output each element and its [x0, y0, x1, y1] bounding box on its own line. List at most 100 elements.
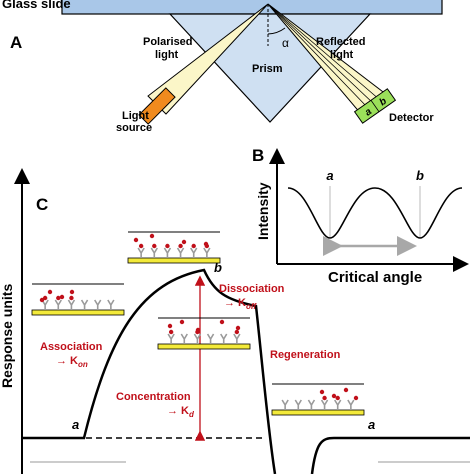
bound-analyte	[42, 295, 48, 301]
reflected-ray	[267, 3, 375, 105]
ligand	[206, 333, 215, 344]
dissociation-rate: → Koff	[224, 297, 257, 311]
association-label: Association → Kon	[40, 341, 103, 369]
free-analyte	[219, 319, 225, 325]
free-analyte	[47, 289, 53, 295]
free-analyte	[343, 387, 349, 393]
ligand	[203, 247, 211, 258]
free-analyte	[331, 393, 337, 399]
sensor-chip-insets	[31, 231, 365, 416]
free-analyte	[39, 297, 45, 303]
free-analyte	[181, 239, 187, 245]
bound-analyte	[152, 243, 157, 249]
light-source	[138, 87, 176, 125]
ligand	[80, 299, 89, 310]
polarised-label-line2: light	[155, 49, 179, 61]
bound-analyte	[234, 329, 240, 335]
association-text: Association	[40, 341, 103, 353]
ligand	[67, 299, 76, 310]
intensity-curve	[287, 187, 463, 239]
gold-surface	[157, 343, 251, 350]
free-analyte	[203, 241, 209, 247]
glass-slide-label: Glass slide	[2, 0, 71, 11]
dip-a-label: a	[326, 168, 333, 183]
ligand	[294, 399, 302, 410]
ligand	[281, 399, 289, 410]
sensor-chip-4	[271, 383, 365, 416]
bound-analyte	[165, 243, 170, 249]
marker-a-end: a	[368, 417, 375, 432]
ligand	[320, 399, 329, 410]
concentration-rate: → Kd	[167, 405, 195, 419]
panel-c-ylabel: Response units	[0, 284, 15, 388]
ligand	[334, 399, 342, 410]
detector-mark-a: a	[363, 106, 374, 118]
concentration-label: Concentration → Kd	[116, 391, 195, 419]
detector-label: Detector	[389, 112, 434, 124]
free-analyte	[149, 233, 155, 239]
dip-b-label: b	[416, 168, 424, 183]
ligand	[167, 333, 175, 344]
panel-b-letter: B	[252, 146, 264, 165]
bound-analyte	[191, 243, 196, 249]
sensor-chip-1	[31, 283, 125, 316]
free-analyte	[133, 237, 139, 243]
free-analyte	[59, 294, 65, 300]
marker-a-start: a	[72, 417, 79, 432]
ligand	[193, 333, 202, 344]
sensor-chip-3	[157, 317, 251, 350]
sensorgram-curve	[22, 268, 470, 474]
sensor-chip-2	[127, 231, 221, 264]
free-analyte	[235, 325, 241, 331]
ligand	[54, 299, 62, 310]
angle-symbol: α	[282, 36, 289, 50]
ligand	[180, 333, 188, 344]
free-analyte	[179, 319, 185, 325]
bound-analyte	[322, 395, 327, 401]
ligand	[176, 247, 185, 258]
detector: a b	[353, 88, 397, 124]
angle-arc	[267, 27, 286, 35]
bound-analyte	[138, 243, 144, 249]
bound-analyte	[168, 329, 174, 335]
panel-c: C Response units a b a Association → Kon…	[0, 168, 470, 474]
regeneration-label: Regeneration	[270, 349, 341, 361]
association-rate: → Kon	[56, 355, 88, 369]
free-analyte	[353, 395, 359, 401]
glass-slide	[61, 0, 443, 15]
panel-b-ylabel: Intensity	[255, 182, 271, 240]
ligand	[150, 247, 158, 258]
panel-a-letter: A	[10, 33, 22, 52]
light-source-label-line1: Light	[122, 110, 149, 122]
bound-analyte	[56, 295, 61, 301]
gold-surface	[127, 257, 221, 264]
ligand	[347, 399, 355, 410]
concentration-text: Concentration	[116, 391, 191, 403]
reflected-label-line2: light	[330, 49, 354, 61]
ligand	[94, 299, 102, 310]
bound-analyte	[69, 295, 74, 301]
reflected-label-line1: Reflected	[316, 36, 366, 48]
free-analyte	[195, 327, 201, 333]
gold-surface	[271, 409, 365, 416]
bound-analyte	[178, 243, 183, 249]
gold-surface	[31, 309, 125, 316]
ligand	[107, 299, 115, 310]
marker-b-peak: b	[214, 260, 222, 275]
ligand	[307, 399, 316, 410]
panel-a: Glass slide Prism Polarised light Light …	[2, 0, 443, 134]
ligand	[220, 333, 228, 344]
panel-b: B Intensity Critical angle a b	[252, 146, 469, 286]
free-analyte	[167, 323, 173, 329]
free-analyte	[69, 289, 75, 295]
free-analyte	[319, 389, 325, 395]
ligand	[163, 247, 172, 258]
detector-mark-b: b	[378, 96, 389, 109]
panel-c-letter: C	[36, 195, 48, 214]
dissociation-text: Dissociation	[219, 283, 285, 295]
polarised-label-line1: Polarised	[143, 36, 193, 48]
prism-label: Prism	[252, 63, 283, 75]
reflected-ray	[267, 3, 381, 101]
